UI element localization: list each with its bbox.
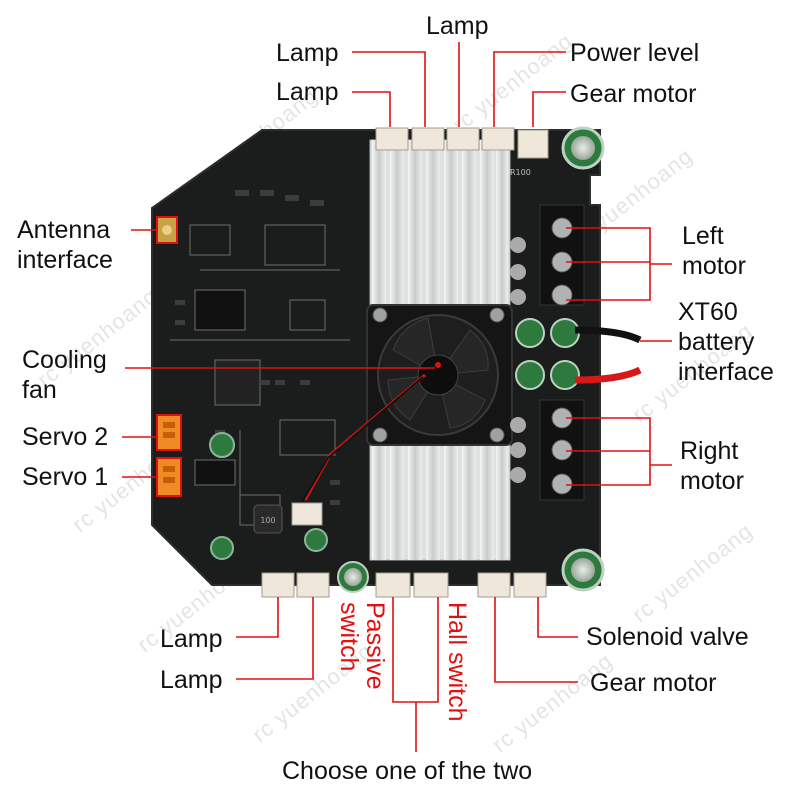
label-cooling-fan: Cooling fan [22,346,107,404]
battery-wire-black [574,326,642,344]
label-lamp-upper: Lamp [276,39,339,67]
label-xt60-battery-interface: XT60 battery interface [678,298,774,386]
label-lamp-bottom-lower: Lamp [160,666,223,694]
label-antenna-interface: Antenna interface [17,216,113,274]
label-choose-one: Choose one of the two [282,757,533,785]
label-lamp-lower: Lamp [276,78,339,106]
top-connectors [375,127,549,159]
label-servo-2: Servo 2 [22,423,109,451]
label-gear-motor-bottom: Gear motor [590,669,717,697]
capacitor [210,536,234,560]
label-passive-switch: Passive switch [335,602,389,690]
label-solenoid-valve: Solenoid valve [586,623,749,651]
label-left-motor: Left motor [682,222,746,280]
battery-wire-red [574,366,642,384]
right-motor-terminal [510,399,585,501]
leader-lines [122,42,672,752]
bottom-connectors [261,572,547,598]
label-lamp-top: Lamp [426,12,489,40]
inductor-label: 100 [260,516,275,525]
xt60-capacitors [515,318,580,390]
label-lamp-bottom-upper: Lamp [160,625,223,653]
capacitor [209,432,235,458]
label-gear-motor-top: Gear motor [570,80,697,108]
left-motor-terminal [510,204,585,306]
inductor [253,504,283,534]
label-right-motor: Right motor [680,437,744,495]
label-power-level: Power level [570,39,700,67]
fan-connector [291,502,323,526]
label-hall-switch: Hall switch [443,602,471,722]
capacitor [304,528,328,552]
r100-label: R100 [510,168,531,177]
label-servo-1: Servo 1 [22,463,109,491]
